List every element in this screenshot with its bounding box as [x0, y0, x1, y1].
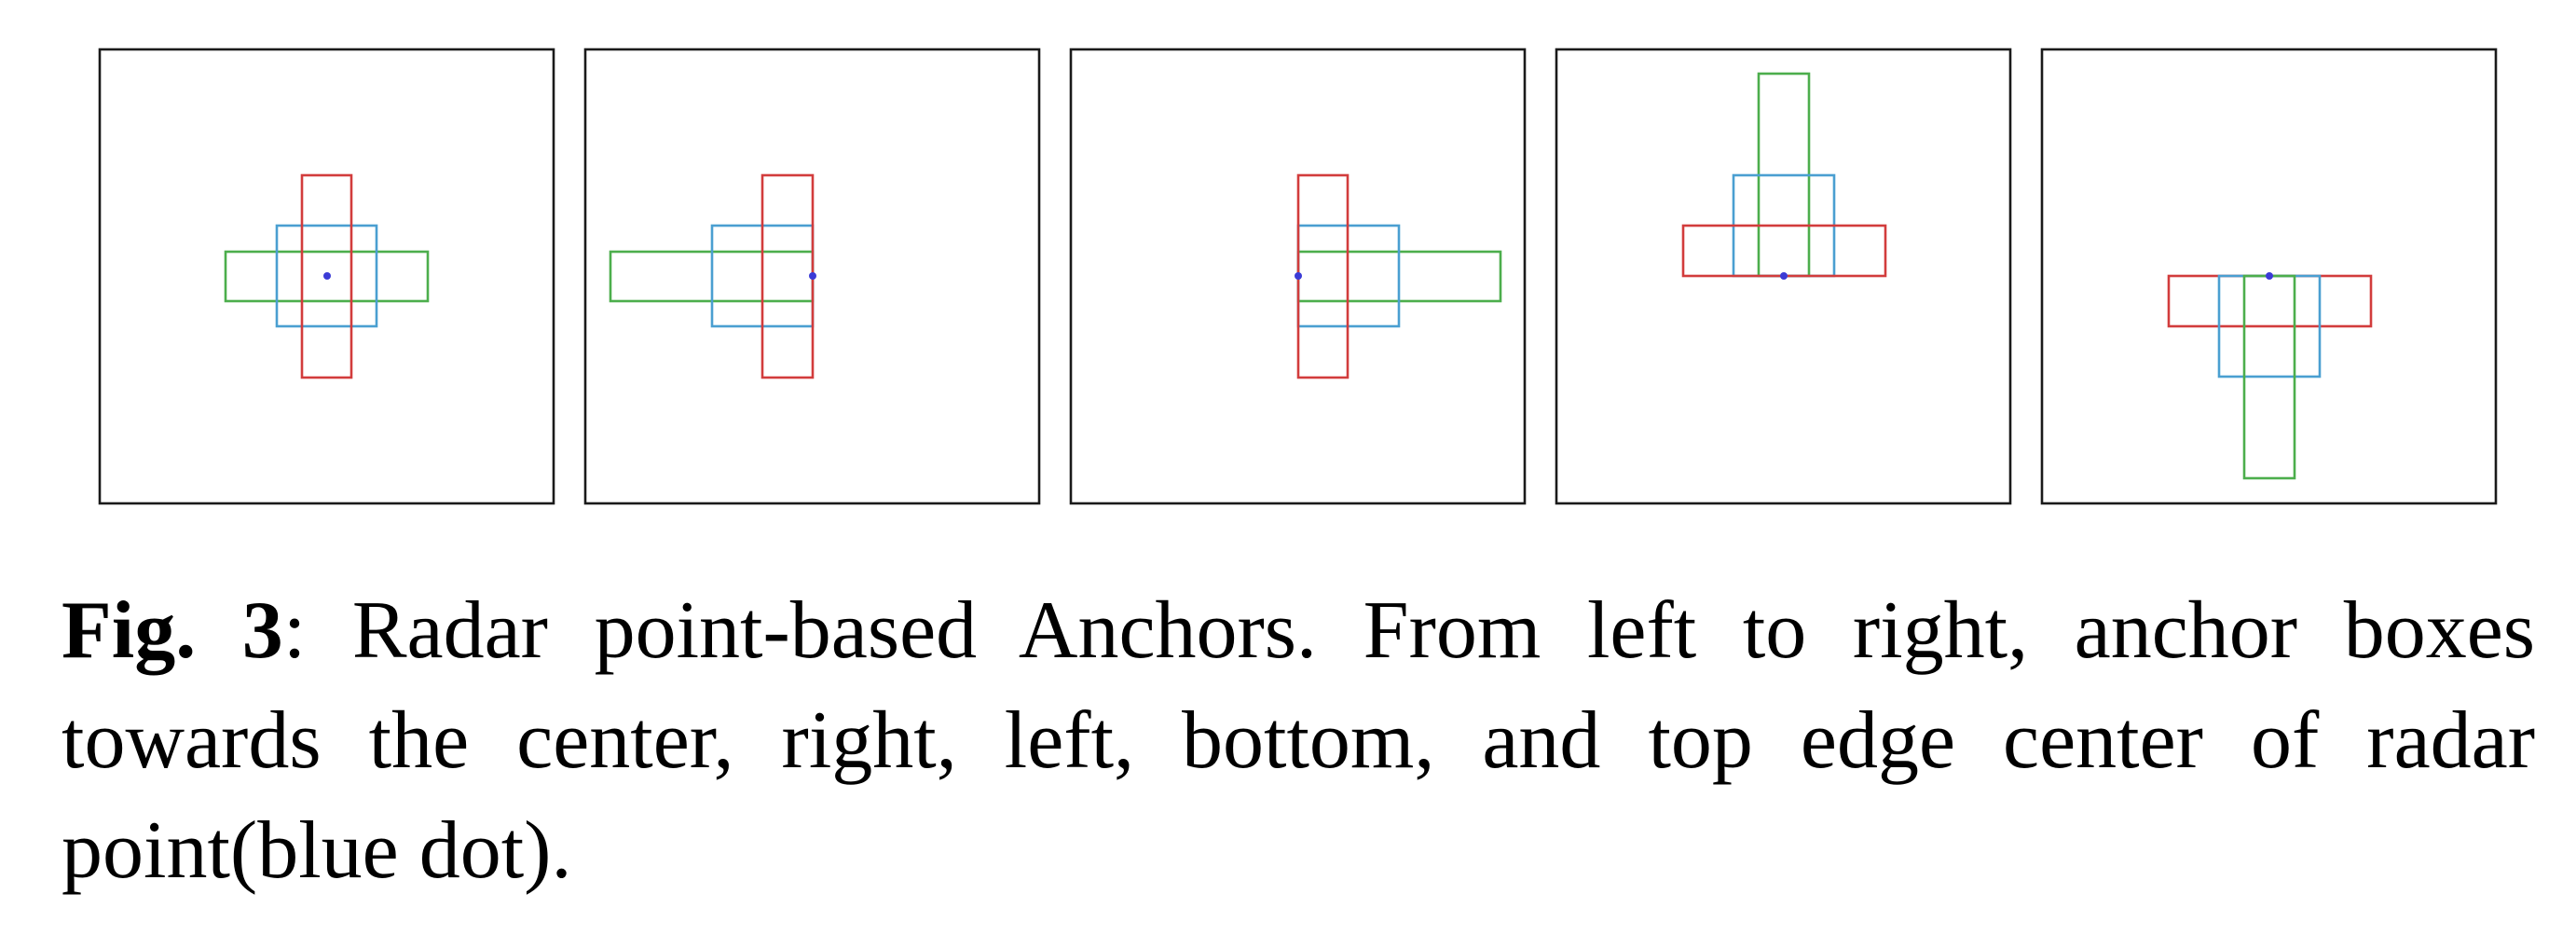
panel-left	[1069, 48, 1527, 505]
radar-point-dot	[323, 272, 331, 280]
anchor-box-horizontal	[224, 250, 430, 303]
panel-top	[2040, 48, 2498, 505]
anchor-box-vertical	[300, 173, 353, 379]
figure-caption: Fig. 3: Radar point-based Anchors. From …	[62, 576, 2535, 906]
caption-text: : Radar point-based Anchors. From left t…	[62, 585, 2535, 896]
panel-right	[583, 48, 1041, 505]
radar-point-dot	[1780, 272, 1788, 280]
radar-point-dot	[809, 272, 816, 280]
panel-bottom	[1555, 48, 2012, 505]
panel-center	[98, 48, 555, 505]
radar-anchor-figure	[98, 48, 2498, 505]
figure-label: Fig. 3	[62, 585, 283, 676]
radar-point-dot	[2266, 272, 2273, 280]
radar-point-dot	[1295, 272, 1302, 280]
anchor-box-square	[275, 224, 378, 328]
